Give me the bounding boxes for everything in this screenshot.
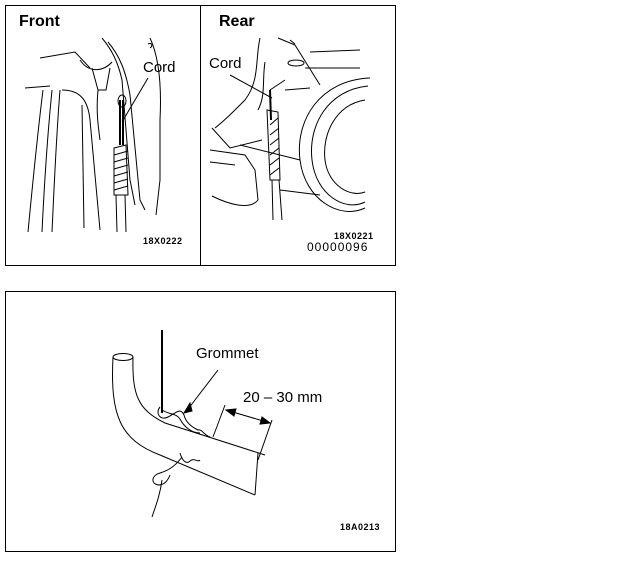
front-panel-title: Front bbox=[19, 13, 60, 30]
rear-cord-label: Cord bbox=[209, 55, 242, 72]
grommet-illustration bbox=[112, 330, 273, 518]
rear-figure-code: 18X0221 bbox=[334, 231, 374, 241]
rear-illustration bbox=[209, 37, 371, 221]
document-number: 00000096 bbox=[307, 240, 369, 254]
front-figure-code: 18X0222 bbox=[143, 236, 183, 246]
dimension-label: 20 – 30 mm bbox=[243, 389, 323, 406]
front-cord-label: Cord bbox=[143, 59, 176, 76]
front-illustration bbox=[24, 37, 161, 233]
bottom-figure-code: 18A0213 bbox=[340, 522, 381, 532]
rear-panel-title: Rear bbox=[219, 13, 255, 30]
grommet-label: Grommet bbox=[196, 345, 259, 362]
bottom-figure-frame bbox=[5, 291, 396, 552]
panel-divider bbox=[200, 5, 201, 266]
